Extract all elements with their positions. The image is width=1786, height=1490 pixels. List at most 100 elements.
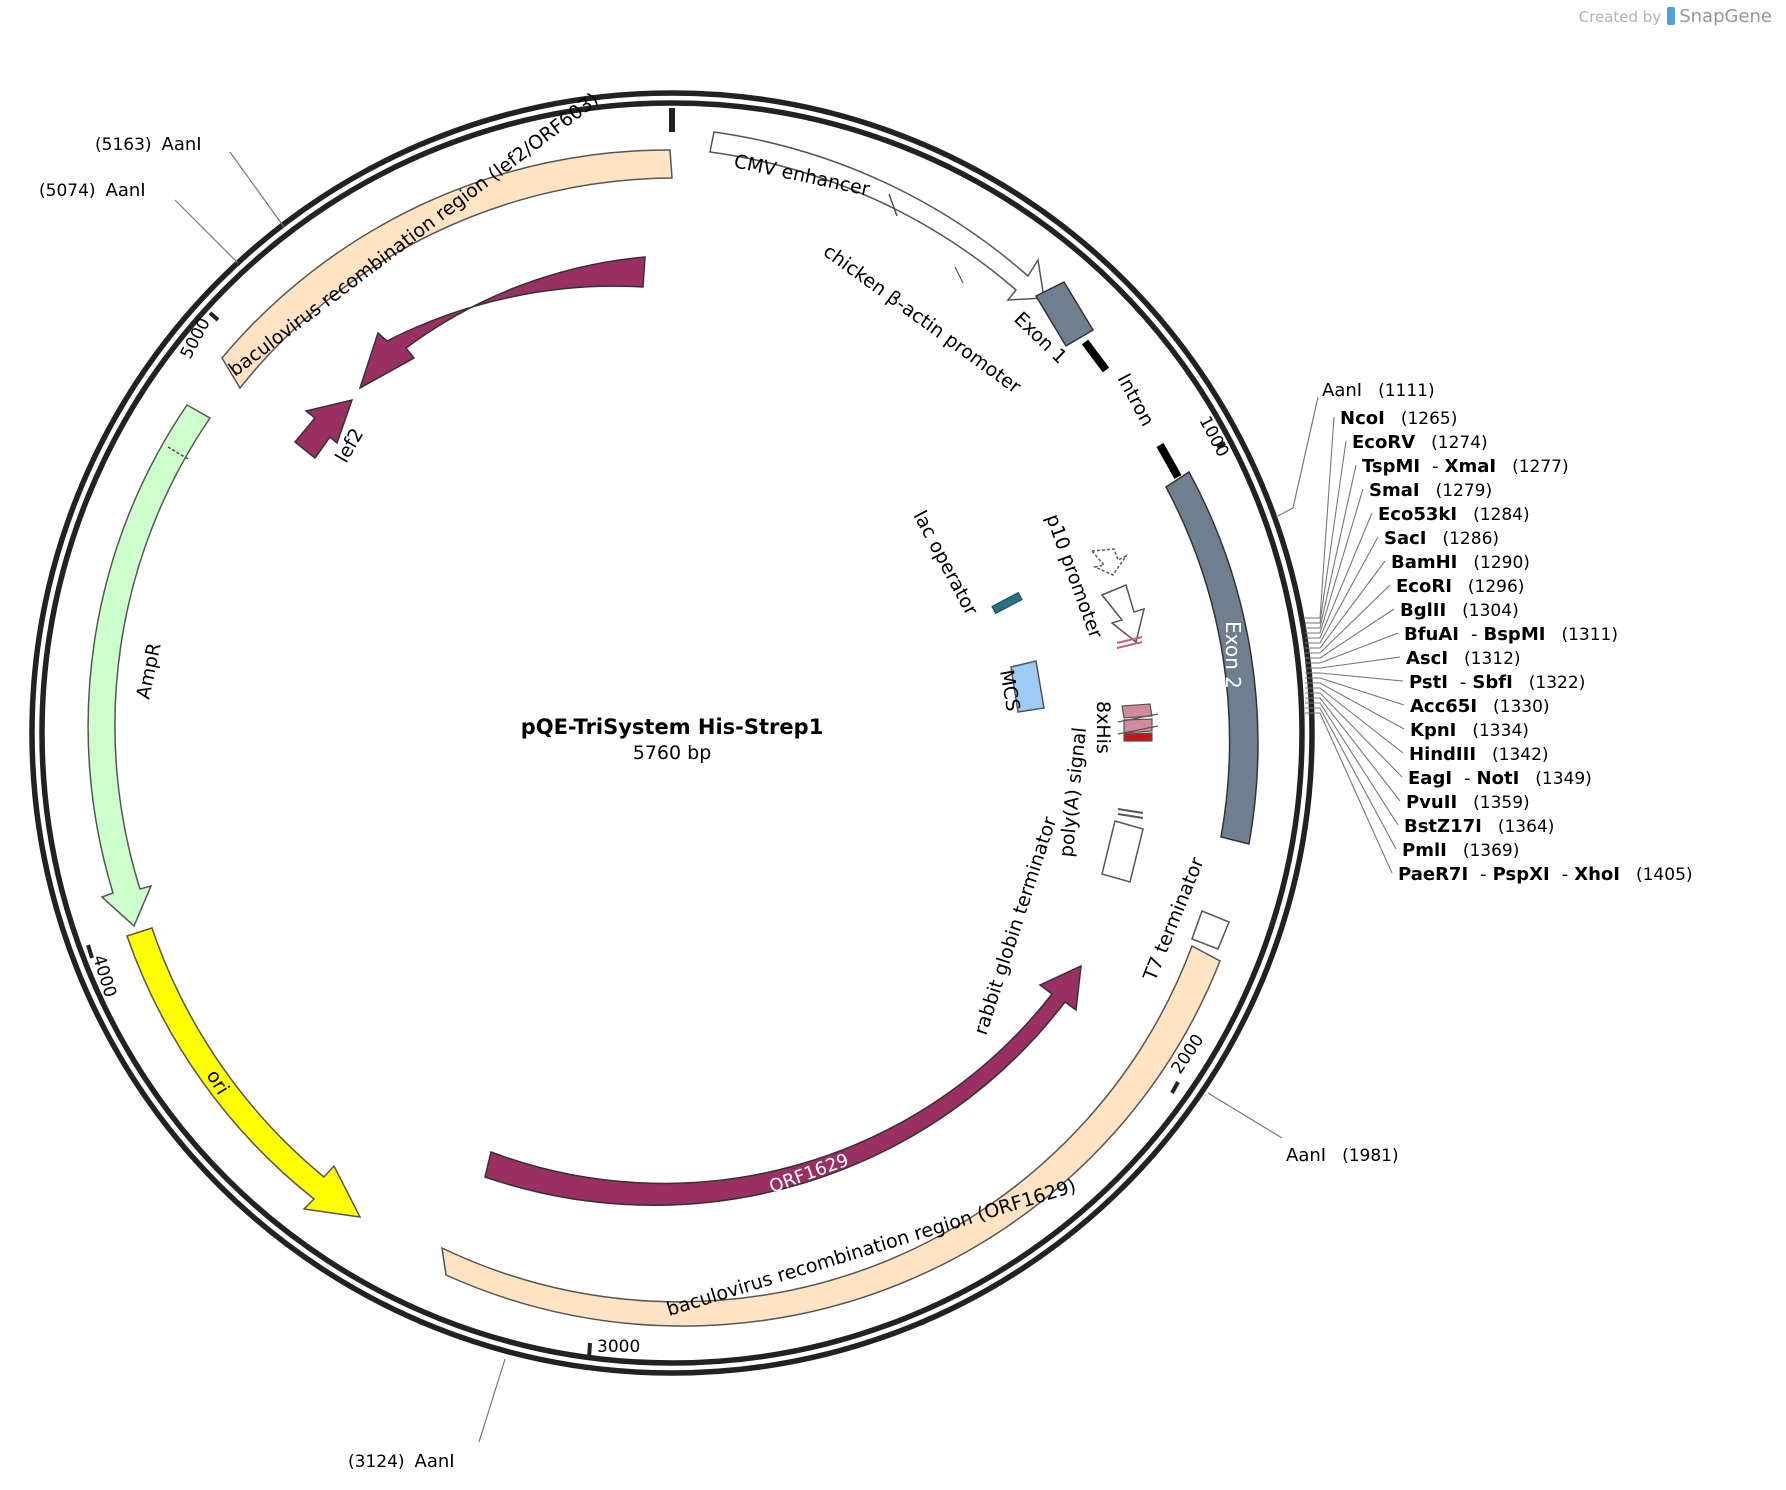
ori-arrow[interactable]: [126, 927, 362, 1218]
bac-region-orf1629-arc[interactable]: [441, 944, 1221, 1327]
his-crossline-2: [1117, 725, 1159, 735]
backbone-inner-ring: [39, 100, 1305, 1366]
lac-operator-block[interactable]: [991, 591, 1023, 615]
site-enzyme-name: BspMI: [1484, 624, 1546, 645]
aani-5074-label: (5074)AanI: [39, 180, 146, 201]
mcs-site-leader: [1305, 702, 1399, 826]
site-position: (1312): [1464, 649, 1521, 669]
t7-terminator-block[interactable]: [1191, 910, 1230, 950]
site-position: (1359): [1473, 793, 1530, 813]
site-enzyme-name: XhoI: [1574, 864, 1620, 885]
site-enzyme-name: BfuAI: [1404, 624, 1459, 645]
mcs-site-leader: [1305, 560, 1386, 649]
lef2-arrow[interactable]: [293, 398, 354, 460]
site-position: (1274): [1431, 433, 1488, 453]
mcs-block[interactable]: [1010, 660, 1045, 713]
mcs-site-leader: [1305, 536, 1379, 644]
polya-mark-2: [1117, 813, 1144, 819]
ampr-arrow[interactable]: [87, 404, 212, 928]
site-position: (1284): [1473, 505, 1530, 525]
mcs-site-label: TspMI-XmaI(1277): [1362, 456, 1569, 477]
site-position: (1311): [1561, 625, 1618, 645]
polya-label: poly(A) signal: [1055, 726, 1090, 858]
mcs-site-leader: [1305, 682, 1405, 730]
site-position: (1369): [1463, 841, 1520, 861]
ampr-promoter-mark: [167, 446, 189, 460]
p10-promoter-label: p10 promoter: [1041, 511, 1106, 641]
mcs-site-leader: [1305, 697, 1401, 802]
site-position: (1322): [1529, 673, 1586, 693]
his-tag-red[interactable]: [1123, 732, 1153, 742]
aani-3124-pos: (3124): [348, 1452, 405, 1472]
site-enzyme-name: PaeR7I: [1398, 864, 1468, 885]
mcs-site-leader: [1305, 687, 1404, 754]
mcs-site-leader: [1305, 488, 1364, 634]
mcs-site-label: BfuAI-BspMI(1311): [1404, 624, 1618, 645]
mcs-site-leader: [1305, 677, 1405, 706]
aani-1981-label: AanI (1981): [1286, 1145, 1399, 1166]
site-enzyme-name: BstZ17I: [1404, 816, 1482, 837]
mcs-site-label: HindIII(1342): [1409, 744, 1549, 765]
rabbit-globin-terminator-block[interactable]: [1101, 820, 1144, 883]
site-enzyme-name: KpnI: [1410, 720, 1456, 741]
site-enzyme-name: TspMI: [1362, 456, 1420, 477]
site-separator: -: [1432, 456, 1439, 477]
orf1629-arrow[interactable]: [484, 964, 1082, 1206]
site-position: (1279): [1436, 481, 1493, 501]
aani-5074-name: AanI: [106, 180, 146, 201]
aani-1981-name: AanI: [1286, 1145, 1326, 1166]
site-separator: -: [1562, 864, 1569, 885]
site-position: (1286): [1442, 529, 1499, 549]
p10-mark-2: [1116, 641, 1143, 649]
bac-region-lef2-arc[interactable]: [221, 149, 673, 390]
site-enzyme-name: XmaI: [1445, 456, 1496, 477]
site-position: (1349): [1535, 769, 1592, 789]
tick-3000-label: 3000: [597, 1337, 640, 1357]
mcs-site-leader: [1305, 512, 1373, 639]
plasmid-size: 5760 bp: [633, 742, 712, 764]
site-position: (1364): [1498, 817, 1555, 837]
intron-bar-2[interactable]: [1156, 443, 1182, 479]
cba-leader-line: [954, 266, 964, 284]
site-position: (1342): [1492, 745, 1549, 765]
mcs-site-leader: [1305, 712, 1393, 874]
site-enzyme-name: EcoRI: [1396, 576, 1452, 597]
exon2-arc[interactable]: [1165, 470, 1259, 845]
credit-created-by: Created by: [1578, 8, 1662, 26]
site-enzyme-name: AscI: [1406, 648, 1448, 669]
site-enzyme-name: BamHI: [1391, 552, 1457, 573]
his-crossline-1: [1117, 713, 1159, 723]
intron-bar-1[interactable]: [1081, 339, 1110, 373]
mcs-site-label: KpnI (1334): [1410, 720, 1529, 741]
aani-5163-leader: [229, 151, 285, 228]
site-enzyme-name: EcoRV: [1352, 432, 1415, 453]
mcs-site-label: EagI-NotI(1349): [1408, 768, 1592, 789]
p10-promoter-arrow[interactable]: [1100, 583, 1146, 644]
mcs-site-label: Eco53kI(1284): [1378, 504, 1530, 525]
site-enzyme-name: PspXI: [1493, 864, 1550, 885]
ampr-label: AmpR: [132, 641, 165, 701]
his-block-1[interactable]: [1121, 703, 1153, 719]
plasmid-name: pQE-TriSystem His-Strep1: [521, 715, 824, 739]
aani-1981-pos: (1981): [1342, 1146, 1399, 1166]
aani-1111-leader: [1275, 396, 1319, 518]
site-enzyme-name: PstI: [1409, 672, 1448, 693]
snapgene-logo-icon: [1667, 7, 1676, 25]
mcs-site-leader: [1305, 464, 1357, 629]
mcs-site-label: PaeR7I-PspXI-XhoI(1405): [1398, 864, 1693, 885]
site-enzyme-name: SbfI: [1472, 672, 1512, 693]
polya-mark-1: [1117, 808, 1144, 814]
his-label: 8xHis: [1092, 701, 1114, 754]
exon2-label: Exon 2: [1221, 621, 1245, 689]
mcs-site-label: BamHI(1290): [1391, 552, 1530, 573]
mcs-site-leader: [1305, 707, 1397, 850]
mcs-site-label: NcoI(1265): [1340, 408, 1457, 429]
site-position: (1334): [1472, 721, 1529, 741]
his-block-2[interactable]: [1123, 718, 1153, 734]
exon1-block[interactable]: [1034, 281, 1095, 348]
cmv-enhancer-arc[interactable]: [709, 131, 1045, 301]
aani-5163-pos: (5163): [95, 135, 152, 155]
orf603-arrow[interactable]: [358, 256, 646, 390]
p10-small-arrow[interactable]: [1090, 548, 1129, 576]
